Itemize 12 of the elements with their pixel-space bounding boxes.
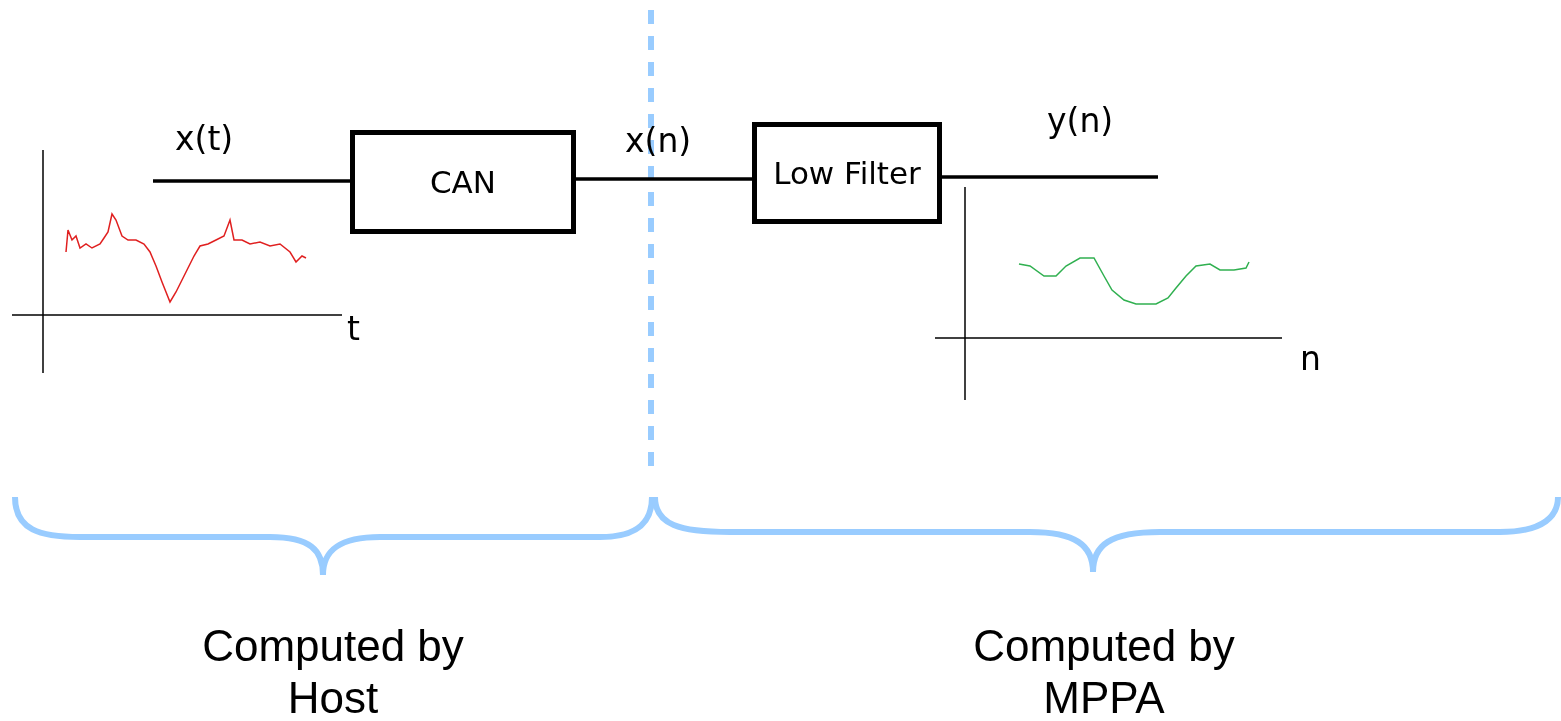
connector-line	[153, 179, 350, 183]
connector-line	[576, 177, 752, 181]
edge-label: y(n)	[1047, 104, 1114, 137]
edge-label: x(n)	[625, 124, 692, 157]
axis-label: t	[347, 312, 360, 345]
caption-text: Computed by MPPA	[972, 620, 1236, 721]
process-box: Low Filter	[752, 122, 942, 224]
caption-text: Computed by Host	[201, 620, 465, 721]
connector-line	[942, 175, 1158, 179]
edge-label: x(t)	[175, 122, 234, 155]
axis-label: n	[1300, 342, 1321, 375]
process-box: CAN	[350, 130, 576, 234]
